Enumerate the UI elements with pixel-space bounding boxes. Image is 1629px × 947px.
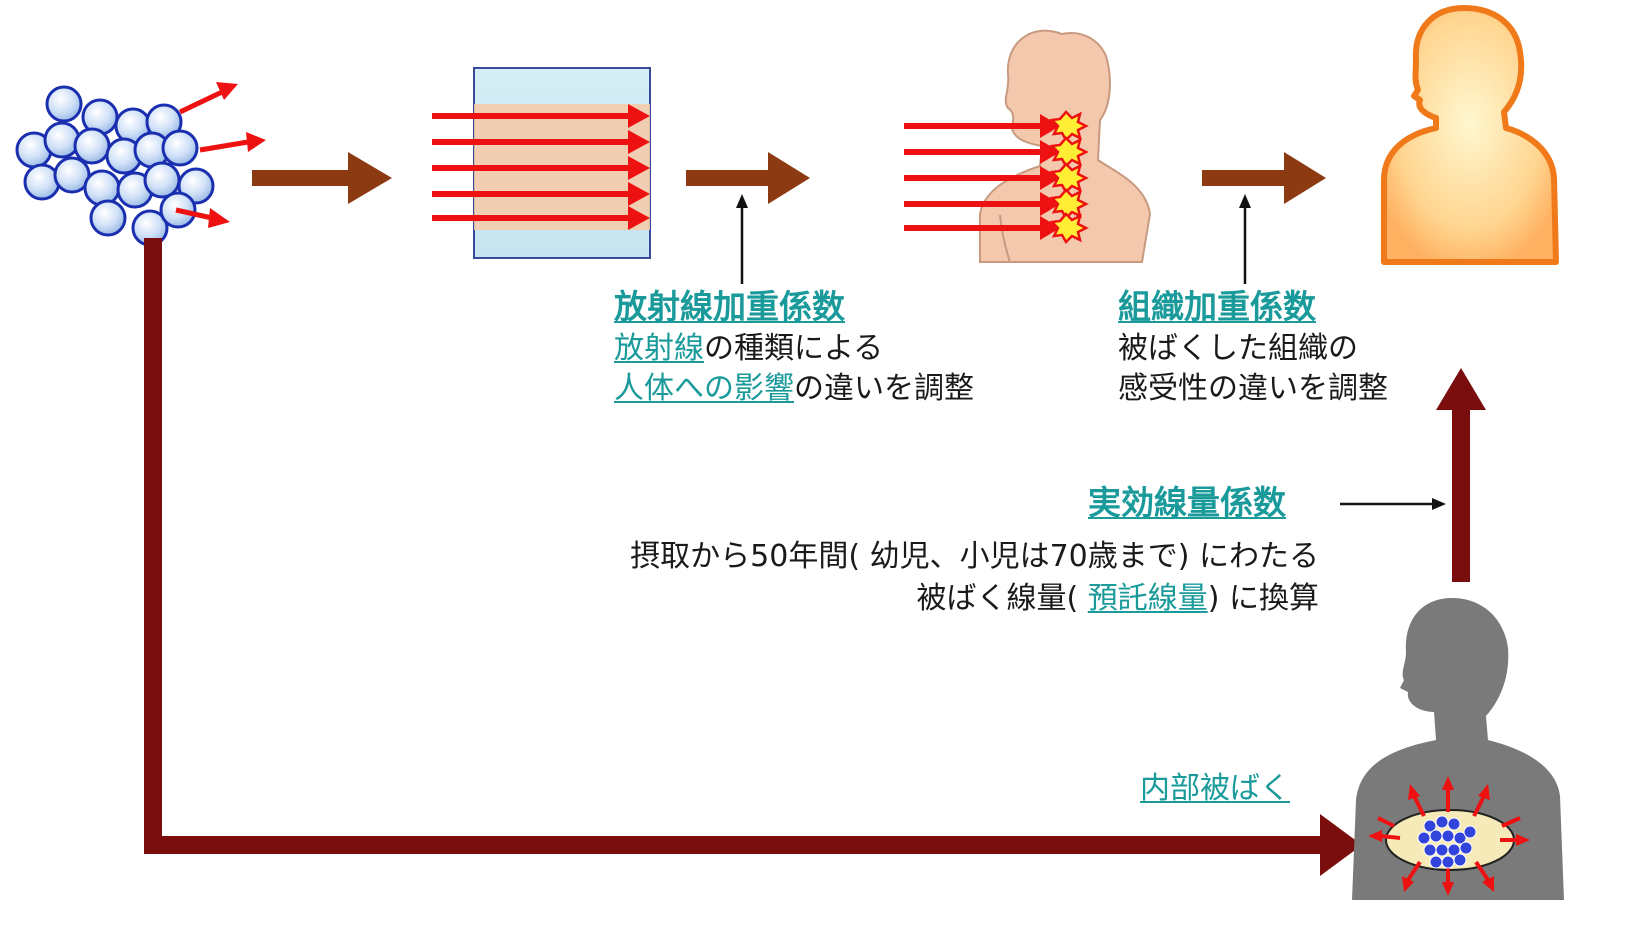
radiation-weighting-factor-title[interactable]: 放射線加重係数 — [614, 287, 845, 326]
radiation-weighting-line1: 放射線の種類による — [614, 330, 883, 368]
body-rays — [904, 114, 1060, 240]
flow-arrow-2 — [686, 152, 810, 204]
effective-dose-coefficient-title[interactable]: 実効線量係数 — [1088, 483, 1286, 522]
effective-dose-line2: 被ばく線量( 預託線量) に換算 — [917, 580, 1320, 618]
effective-dose-line2-post: ) に換算 — [1207, 581, 1319, 616]
pointer-arrows — [736, 194, 1446, 510]
flow-arrow-1 — [252, 152, 392, 204]
slab-rays — [432, 104, 650, 230]
impact-burst-icons — [1049, 110, 1089, 245]
radiation-link[interactable]: 放射線 — [614, 331, 704, 366]
internal-exposure-link[interactable]: 内部被ばく — [1140, 771, 1290, 806]
internal-path-arrow — [144, 238, 1362, 876]
emission-arrows — [175, 82, 266, 228]
human-effect-link[interactable]: 人体への影響 — [614, 371, 794, 406]
radiation-weighting-line2: 人体への影響の違いを調整 — [614, 370, 974, 408]
internal-particle-cluster-icon — [1417, 815, 1477, 869]
radiation-line2-text: の違いを調整 — [794, 371, 974, 406]
tissue-weighting-factor-title[interactable]: 組織加重係数 — [1118, 287, 1316, 326]
tissue-weighting-line2: 感受性の違いを調整 — [1118, 371, 1388, 406]
absorber-slab-icon — [473, 67, 651, 259]
internal-emission-arrows — [1368, 776, 1530, 896]
flow-arrow-3 — [1202, 152, 1326, 204]
radiation-line1-text: の種類による — [704, 331, 884, 366]
upward-dose-arrow — [1436, 368, 1486, 582]
committed-dose-link[interactable]: 預託線量 — [1087, 581, 1208, 616]
effective-dose-line2-pre: 被ばく線量( — [916, 581, 1088, 616]
particle-cluster-icon — [15, 85, 215, 247]
tissue-weighting-line1: 被ばくした組織の — [1118, 331, 1358, 366]
human-effective-dose-icon — [1381, 5, 1559, 265]
effective-dose-line1: 摂取から50年間( 幼児、小児は70歳まで) にわたる — [630, 539, 1319, 574]
